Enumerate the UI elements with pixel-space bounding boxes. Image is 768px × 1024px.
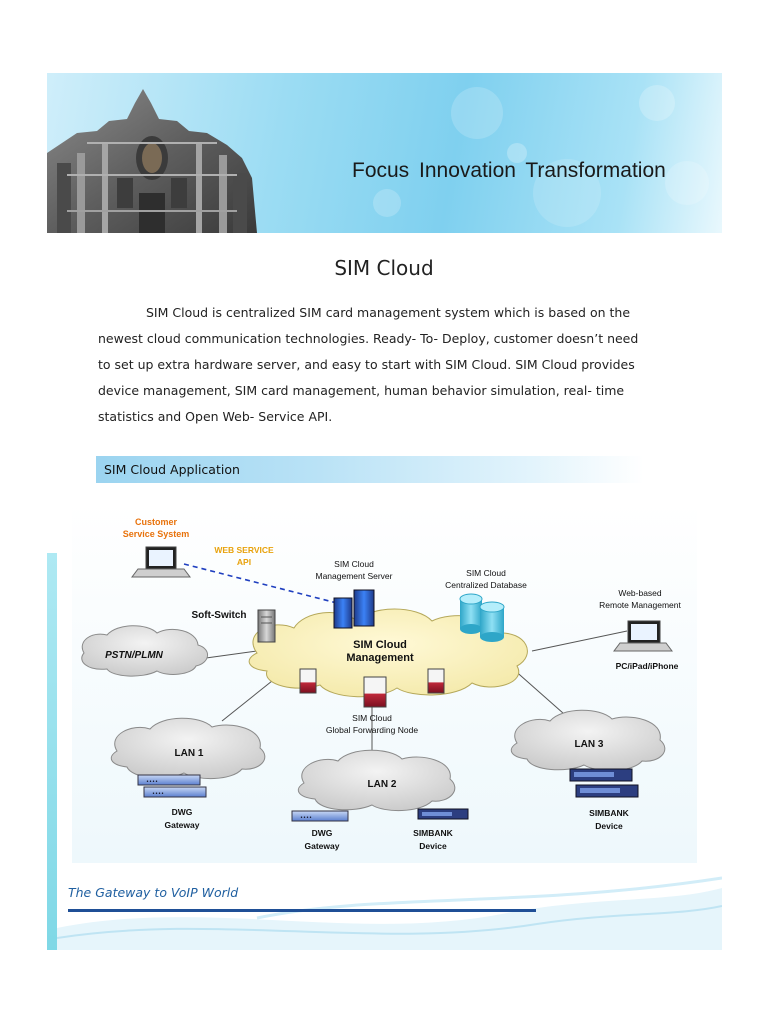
label-web-service-api: WEB SERVICE: [214, 545, 274, 555]
label-cloud-management: Management: [346, 652, 414, 664]
label-management-server: SIM Cloud: [334, 559, 374, 569]
footer-slogan: The Gateway to VoIP World: [68, 885, 239, 900]
decorative-strip: [47, 553, 57, 950]
label-dwg-gateway: Gateway: [165, 820, 200, 830]
paragraph-line: device management, SIM card management, …: [98, 383, 625, 398]
soft-switch-server-icon: [257, 609, 276, 643]
database-icon: [459, 593, 505, 642]
label-simbank: SIMBANK: [413, 828, 454, 838]
paragraph-line: statistics and Open Web- Service API.: [98, 409, 333, 424]
laptop-icon: [131, 546, 191, 578]
simbank-device-icon: [417, 808, 469, 820]
label-dwg-gateway: Gateway: [305, 841, 340, 851]
label-remote-management: Web-based: [618, 588, 662, 598]
header-banner: Focus Innovation Transformation: [47, 73, 722, 233]
label-cloud-management: SIM Cloud: [353, 639, 407, 651]
paragraph-line: newest cloud communication technologies.…: [98, 331, 639, 346]
label-customer-service: Service System: [123, 529, 190, 539]
svg-text:••••: ••••: [152, 791, 164, 797]
paragraph-line: to set up extra hardware server, and eas…: [98, 357, 635, 372]
section-heading-bar: SIM Cloud Application: [96, 456, 644, 483]
forwarding-node-icon: [299, 668, 445, 708]
label-lan1: LAN 1: [175, 748, 204, 759]
banner-tagline: Focus Innovation Transformation: [352, 159, 666, 182]
label-simbank: SIMBANK: [589, 808, 630, 818]
label-forwarding-node: Global Forwarding Node: [326, 725, 418, 735]
label-forwarding-node: SIM Cloud: [352, 713, 392, 723]
dwg-gateway-icon: •••• ••••: [137, 774, 207, 798]
footer-divider: [68, 909, 536, 912]
sim-cloud-diagram: •••• •••• •••• Customer Service System W…: [72, 503, 697, 863]
label-lan2: LAN 2: [368, 779, 397, 790]
label-lan3: LAN 3: [575, 739, 604, 750]
paragraph-line: SIM Cloud is centralized SIM card manage…: [146, 305, 631, 320]
label-database: SIM Cloud: [466, 568, 506, 578]
label-customer-service: Customer: [135, 517, 178, 527]
label-dwg-gateway: DWG: [312, 828, 333, 838]
page-title: SIM Cloud: [334, 256, 434, 280]
label-soft-switch: Soft-Switch: [192, 610, 247, 621]
intro-paragraph: SIM Cloud is centralized SIM card manage…: [98, 300, 646, 430]
simbank-device-icon: [569, 768, 639, 798]
label-pc: PC/iPad/iPhone: [616, 661, 679, 671]
label-remote-management: Remote Management: [599, 600, 681, 610]
svg-text:••••: ••••: [146, 779, 158, 785]
label-dwg-gateway: DWG: [172, 807, 193, 817]
dwg-gateway-icon: ••••: [291, 810, 349, 822]
label-web-service-api: API: [237, 557, 251, 567]
label-simbank: Device: [595, 821, 623, 831]
banner-background: [373, 85, 709, 227]
management-server-icon: [333, 589, 375, 629]
label-management-server: Management Server: [315, 571, 392, 581]
remote-laptop-icon: [613, 620, 673, 652]
diagram-svg: •••• •••• •••• Customer Service System W…: [72, 503, 697, 863]
cathedral-image: [47, 89, 257, 233]
section-heading: SIM Cloud Application: [104, 462, 240, 477]
label-database: Centralized Database: [445, 580, 527, 590]
decorative-waves: [57, 876, 722, 950]
label-simbank: Device: [419, 841, 447, 851]
label-pstn: PSTN/PLMN: [105, 650, 164, 661]
svg-text:••••: ••••: [300, 815, 312, 821]
